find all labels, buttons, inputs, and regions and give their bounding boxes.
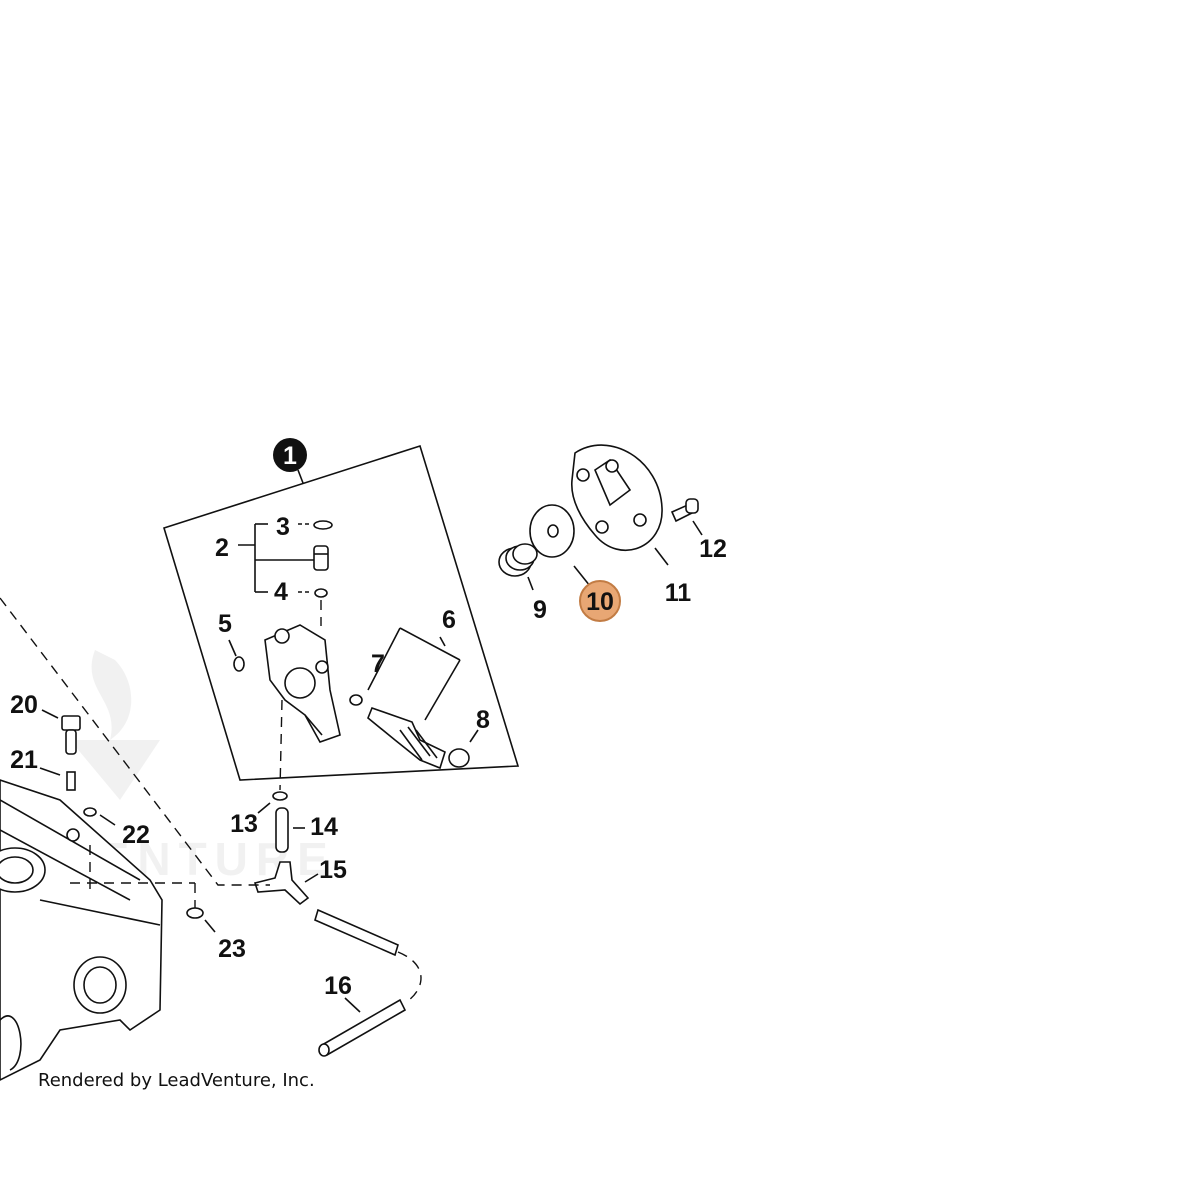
callout-8[interactable]: 8 xyxy=(476,706,490,734)
part-11-cover-plate xyxy=(571,444,669,566)
callout-21[interactable]: 21 xyxy=(10,746,38,774)
crankcase-housing xyxy=(0,779,163,1081)
part-9-spring xyxy=(498,543,538,591)
callout-23[interactable]: 23 xyxy=(218,935,246,963)
part-16-hose xyxy=(314,908,422,1057)
callout-15[interactable]: 15 xyxy=(319,856,347,884)
part-2-screw xyxy=(313,545,329,571)
pump-housing xyxy=(264,624,341,743)
callout-1-badge[interactable]: 1 xyxy=(273,438,307,472)
part-15-tee xyxy=(253,861,319,906)
part-20-fitting xyxy=(41,709,81,755)
bracket-2 xyxy=(238,523,316,593)
part-3-clip xyxy=(313,520,333,530)
callout-4[interactable]: 4 xyxy=(274,578,288,606)
part-10-washer xyxy=(529,504,591,587)
callout-2[interactable]: 2 xyxy=(215,534,229,562)
part-21-spring xyxy=(39,767,76,791)
svg-text:1: 1 xyxy=(283,442,297,470)
callout-22[interactable]: 22 xyxy=(122,821,150,849)
part-22-oring xyxy=(83,807,116,826)
callout-9[interactable]: 9 xyxy=(533,596,547,624)
part-5-oring xyxy=(228,639,245,672)
part-8-cap xyxy=(448,729,479,768)
bracket-6 xyxy=(367,627,461,721)
part-14-tube xyxy=(275,807,305,853)
svg-text:10: 10 xyxy=(586,588,614,616)
callout-11[interactable]: 11 xyxy=(665,579,692,607)
callout-3[interactable]: 3 xyxy=(276,513,290,541)
callout-16[interactable]: 16 xyxy=(324,972,352,1000)
dash-housing-13 xyxy=(279,699,283,791)
callout-7[interactable]: 7 xyxy=(371,650,385,678)
callout-13[interactable]: 13 xyxy=(230,810,258,838)
part-6-worm-gear xyxy=(367,706,446,770)
callout-12[interactable]: 12 xyxy=(699,535,727,563)
part-7-bushing xyxy=(349,694,363,706)
render-credit: Rendered by LeadVenture, Inc. xyxy=(38,1070,315,1091)
callout-10-highlighted[interactable]: 10 xyxy=(579,580,621,622)
callout-5[interactable]: 5 xyxy=(218,610,232,638)
dashed-connection-lines xyxy=(0,597,270,908)
callout-14[interactable]: 14 xyxy=(310,813,338,841)
part-23-clip xyxy=(186,907,216,933)
assembly-group-box xyxy=(163,444,520,781)
callout-20[interactable]: 20 xyxy=(10,691,38,719)
callout-6[interactable]: 6 xyxy=(442,606,456,634)
part-13-oring xyxy=(257,791,288,814)
part-4-oring xyxy=(314,588,328,626)
part-12-bolt xyxy=(670,498,703,536)
